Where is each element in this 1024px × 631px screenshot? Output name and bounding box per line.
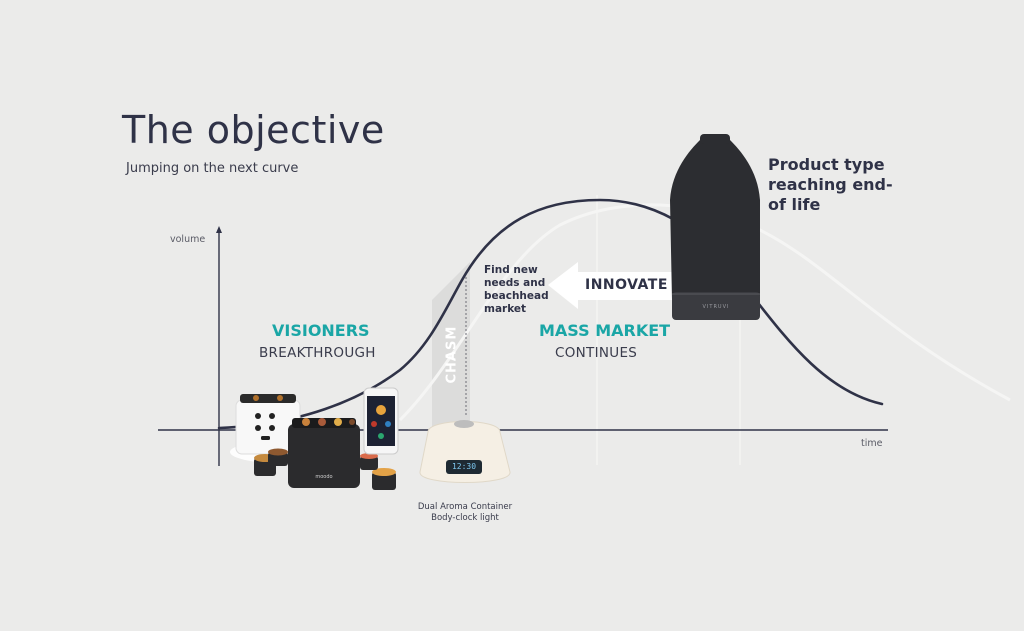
product-caption: Dual Aroma Container Body-clock light [405,502,525,524]
page-title: The objective [122,108,385,152]
phone-app [364,388,398,454]
diffuser-brand-label: VITRUVI [690,304,742,310]
innovate-label: INNOVATE [585,277,668,293]
y-axis-arrow [216,226,222,233]
caption-line-2: Body-clock light [405,513,525,524]
y-axis-label: volume [170,234,205,245]
box-brand-label: moodo [300,474,348,480]
breakthrough-label: BREAKTHROUGH [259,345,376,361]
mass-market-heading: MASS MARKET [539,321,670,340]
visioners-heading: VISIONERS [272,321,370,340]
continues-label: CONTINUES [555,345,637,361]
page-subtitle: Jumping on the next curve [126,161,298,176]
chasm-label: CHASM [445,336,460,384]
diffuser-product [670,134,760,320]
body-clock-light [420,420,510,483]
find-new-needs-callout: Find new needs and beachhead market [484,264,564,316]
clock-display: 12:30 [448,462,480,471]
product-end-of-life-callout: Product type reaching end-of life [768,155,898,215]
caption-line-1: Dual Aroma Container [405,502,525,513]
x-axis-label: time [861,438,882,449]
